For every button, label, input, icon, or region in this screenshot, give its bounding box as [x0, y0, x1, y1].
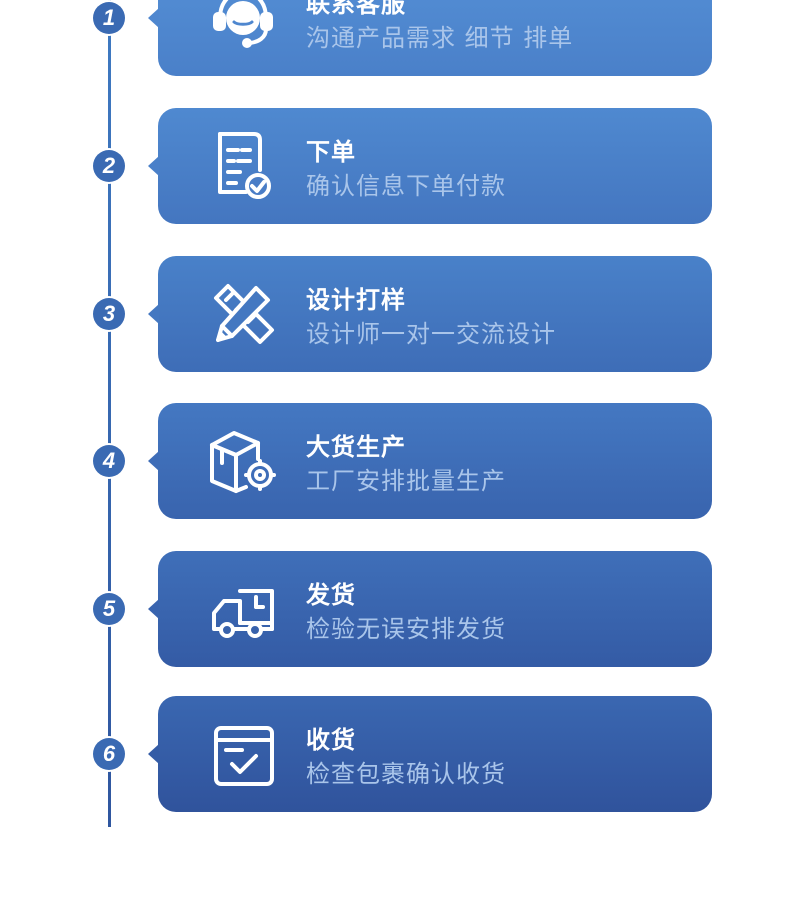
step-number: 6 — [93, 738, 125, 770]
step-3: 3 设计打样 设计师一对一交流设计 — [0, 256, 800, 372]
step-description: 检查包裹确认收货 — [306, 760, 506, 788]
step-number: 4 — [93, 445, 125, 477]
step-description: 工厂安排批量生产 — [306, 467, 506, 495]
step-1: 1 联系客服 沟通产品需求 细节 排单 — [0, 0, 800, 76]
step-card: 联系客服 沟通产品需求 细节 排单 — [148, 0, 712, 76]
step-number: 1 — [93, 2, 125, 34]
step-badge: 2 — [91, 148, 127, 184]
step-badge: 1 — [91, 0, 127, 36]
step-title: 联系客服 — [306, 0, 406, 18]
step-description: 设计师一对一交流设计 — [306, 320, 556, 348]
step-card: 收货 检查包裹确认收货 — [148, 696, 712, 812]
step-title: 设计打样 — [306, 286, 406, 314]
step-title: 下单 — [306, 138, 356, 166]
step-card: 发货 检验无误安排发货 — [148, 551, 712, 667]
shipping-truck-clock-icon — [206, 573, 280, 647]
step-badge: 6 — [91, 736, 127, 772]
step-card: 下单 确认信息下单付款 — [148, 108, 712, 224]
order-document-check-icon — [206, 130, 280, 204]
step-card: 设计打样 设计师一对一交流设计 — [148, 256, 712, 372]
step-6: 6 收货 检查包裹确认收货 — [0, 696, 800, 812]
step-card: 大货生产 工厂安排批量生产 — [148, 403, 712, 519]
step-badge: 4 — [91, 443, 127, 479]
design-pencil-ruler-icon — [206, 278, 280, 352]
production-box-gear-icon — [206, 425, 280, 499]
step-description: 检验无误安排发货 — [306, 615, 506, 643]
step-2: 2 下单 确认信息下单付款 — [0, 108, 800, 224]
step-badge: 3 — [91, 296, 127, 332]
customer-service-headset-icon — [206, 0, 280, 56]
step-description: 确认信息下单付款 — [306, 172, 506, 200]
receive-package-check-icon — [206, 718, 280, 792]
timeline-line — [108, 0, 111, 827]
step-description: 沟通产品需求 细节 排单 — [306, 24, 574, 52]
step-4: 4 大货生产 工厂安排批量生产 — [0, 403, 800, 519]
step-number: 5 — [93, 593, 125, 625]
step-badge: 5 — [91, 591, 127, 627]
step-title: 大货生产 — [306, 433, 406, 461]
step-number: 3 — [93, 298, 125, 330]
step-title: 发货 — [306, 581, 356, 609]
step-number: 2 — [93, 150, 125, 182]
step-5: 5 发货 检验无误安排发货 — [0, 551, 800, 667]
step-title: 收货 — [306, 726, 356, 754]
